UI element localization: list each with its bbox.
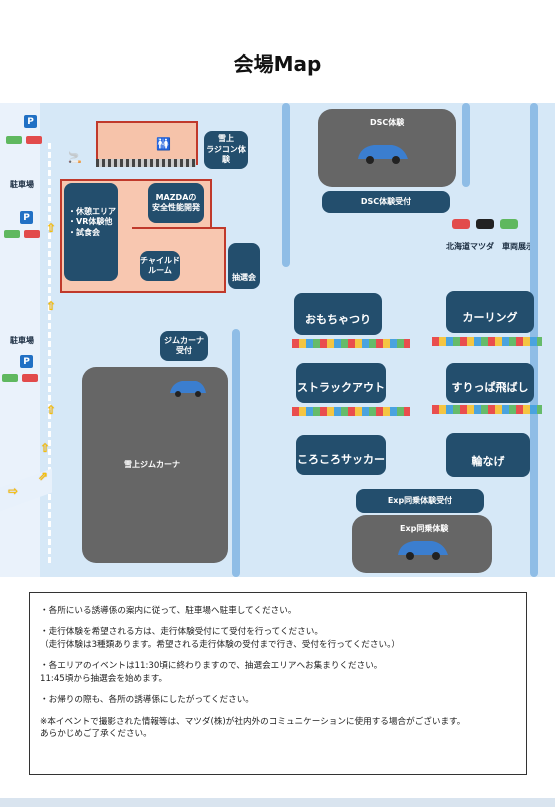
omochatsuri-box: おもちゃつり <box>294 293 382 335</box>
rest-area-box: ・休憩エリア ・VR体験他 ・試食会 <box>64 183 118 281</box>
arrow-icon: ⇧ <box>46 403 57 417</box>
flag-bunting <box>432 337 542 346</box>
korokoro-box: ころころサッカー <box>296 435 386 475</box>
arrow-icon: ⇧ <box>40 441 51 455</box>
car-icon <box>2 374 38 382</box>
parking-icon: P <box>20 211 33 224</box>
surippa-box: すりっぱ飛ばし <box>446 363 534 403</box>
parking-icon: P <box>24 115 37 128</box>
building-wall <box>96 159 196 167</box>
parking-label-bottom: 駐車場 <box>10 336 34 345</box>
car-icon <box>170 381 206 397</box>
rest-area-item: ・VR体験他 <box>68 217 113 227</box>
car-icon <box>358 145 408 164</box>
car-icon <box>452 219 518 229</box>
note-item: ・各エリアのイベントは11:30頃に終わりますので、抽選会エリアへお集まりくださ… <box>40 661 383 684</box>
car-icon <box>398 541 448 560</box>
exp-reception-box: Exp同乗体験受付 <box>356 489 484 513</box>
arrow-icon: ⇧ <box>46 221 57 235</box>
water-channel <box>232 329 240 577</box>
curling-box: カーリング <box>446 291 534 333</box>
rc-snow-box: 雪上 ラジコン体験 <box>204 131 248 169</box>
note-item: ・走行体験を希望される方は、走行体験受付にて受付を行ってください。 （走行体験は… <box>40 627 400 650</box>
exp-label: Exp同乗体験 <box>400 524 449 533</box>
dsc-label: DSC体験 <box>370 118 405 127</box>
smoking-icon: 🚬 <box>68 151 82 164</box>
car-icon <box>6 136 42 144</box>
rest-area-item: ・休憩エリア <box>68 207 116 216</box>
note-item: ※本イベントで撮影された情報等は、マツダ(株)が社内外のコミュニケーションに使用… <box>40 716 466 740</box>
gymkhana-reception-box: ジムカーナ 受付 <box>160 331 208 361</box>
water-channel <box>462 103 470 187</box>
note-item: ・お帰りの際も、各所の誘導係にしたがってください。 <box>40 695 254 706</box>
car-icon <box>4 230 40 238</box>
lane-line <box>48 143 51 563</box>
hokkaido-mazda-label: 北海道マツダ 車両展示 <box>446 242 534 251</box>
parking-label-top: 駐車場 <box>10 180 34 189</box>
mazda-safety-box: MAZDAの 安全性能開発 <box>148 183 204 223</box>
wanage-box: 輪なげ <box>446 433 530 477</box>
arrow-icon: ⇗ <box>38 469 49 483</box>
gymkhana-course <box>82 367 228 563</box>
lottery-box: 抽選会 <box>228 243 260 289</box>
rest-area-item: ・試食会 <box>68 227 100 237</box>
note-item: ・各所にいる誘導係の案内に従って、駐車場へ駐車してください。 <box>40 606 297 616</box>
page-title: 会場Map <box>233 52 322 76</box>
arrow-icon: ⇧ <box>46 299 57 313</box>
parking-icon: P <box>20 355 33 368</box>
water-channel <box>282 103 290 267</box>
kids-room-box: チャイルド ルーム <box>140 251 180 281</box>
flag-bunting <box>292 407 410 416</box>
struck-out-box: ストラックアウト <box>296 363 386 403</box>
venue-map: 駐車場 駐車場 P P P ⇧ ⇧ ⇧ ⇧ ⇗ ⇨ 🚻 🚬 ・休憩エリア ・VR… <box>0 103 555 577</box>
bottom-bar <box>0 798 555 807</box>
flag-bunting <box>432 405 542 414</box>
gymkhana-label: 雪上ジムカーナ <box>124 460 180 469</box>
toilet-icon: 🚻 <box>156 137 171 151</box>
arrow-icon: ⇨ <box>8 484 19 498</box>
dsc-reception-box: DSC体験受付 <box>322 191 450 213</box>
notes-box: ・各所にいる誘導係の案内に従って、駐車場へ駐車してください。 ・走行体験を希望さ… <box>29 592 527 775</box>
flag-bunting <box>292 339 410 348</box>
